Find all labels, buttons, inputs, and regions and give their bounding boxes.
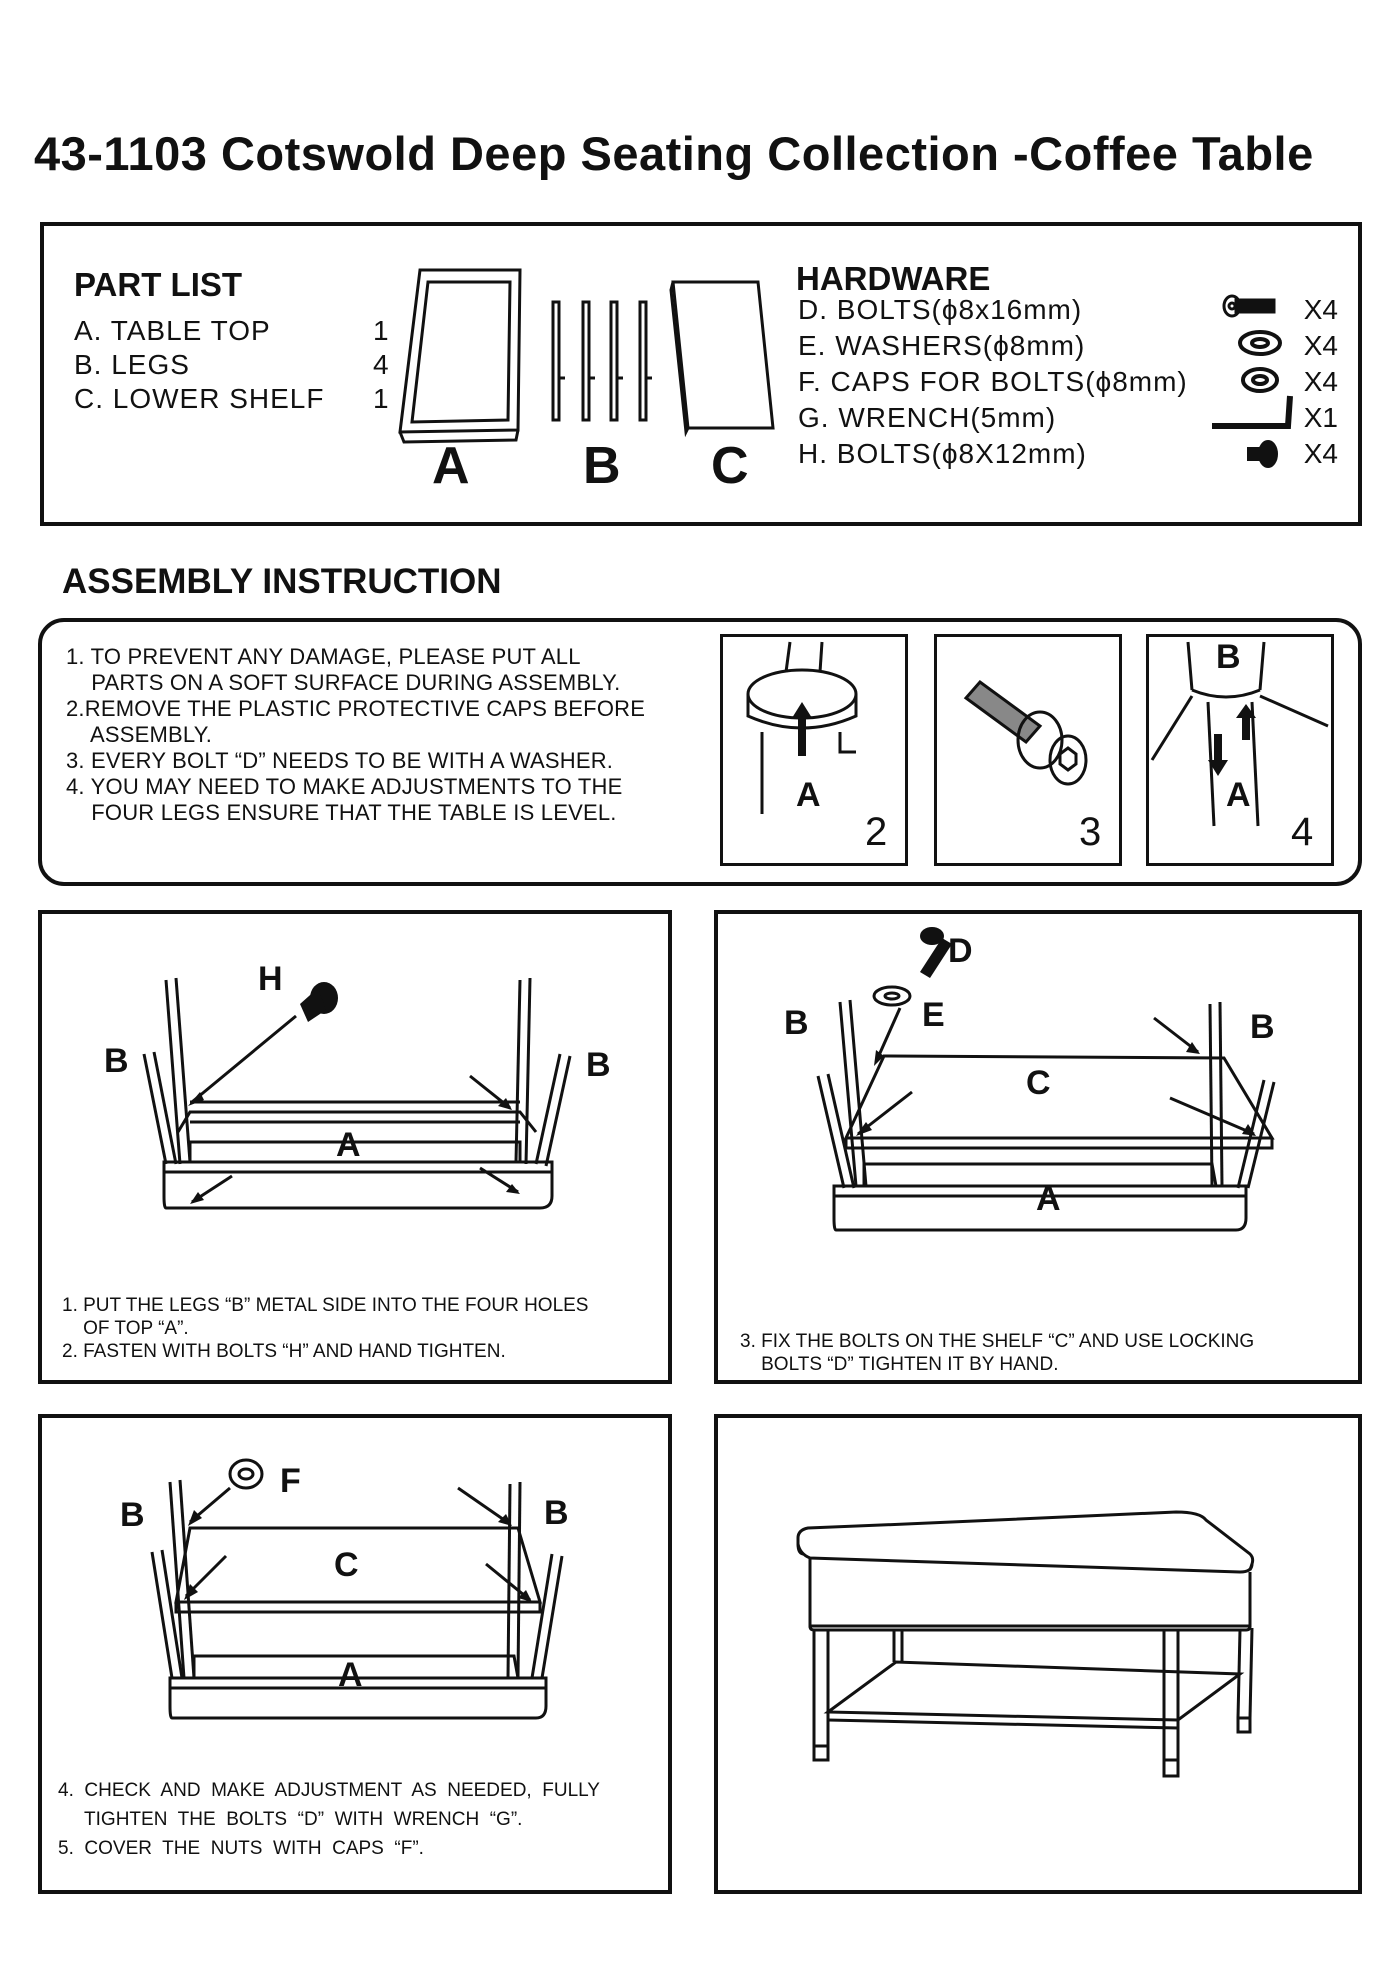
step-3-label-c: C (334, 1546, 359, 1584)
step-3-text: 4. CHECK AND MAKE ADJUSTMENT AS NEEDED, … (58, 1776, 600, 1863)
step-2-drawing (816, 927, 1276, 1232)
detail-2-number: 2 (865, 810, 888, 854)
assembled-table-panel (714, 1414, 1362, 1894)
step-2-label-e: E (922, 996, 945, 1034)
step-text-line: 1. PUT THE LEGS “B” METAL SIDE INTO THE … (62, 1295, 589, 1316)
detail-4-label-b: B (1216, 638, 1241, 676)
picture-label-b: B (583, 437, 621, 495)
leg-insert-detail (746, 641, 858, 814)
step-text-line: OF TOP “A”. (62, 1318, 189, 1339)
parts-hardware-box (40, 222, 1362, 526)
step-text-line: 3. FIX THE BOLTS ON THE SHELF “C” AND US… (740, 1331, 1255, 1352)
step-text-line: 4. CHECK AND MAKE ADJUSTMENT AS NEEDED, … (58, 1780, 600, 1801)
hardware-item-f: F. CAPS FOR BOLTS(ϕ8mm) (798, 366, 1188, 397)
step-1-label-h: H (258, 960, 283, 998)
instruction-line: ASSEMBLY. (66, 722, 213, 747)
hex-bolt-icon (1222, 294, 1276, 318)
step-text-line: 2. FASTEN WITH BOLTS “H” AND HAND TIGHTE… (62, 1341, 506, 1362)
legs-drawing (551, 300, 652, 422)
step-3-label-b-right: B (544, 1494, 569, 1532)
detail-panel-4 (1146, 634, 1334, 866)
step-3-label-a: A (338, 1656, 363, 1694)
hardware-heading: HARDWARE (796, 260, 991, 297)
step-3-label-f: F (280, 1462, 301, 1500)
bolt-washer-detail (963, 679, 1088, 786)
round-bolt-icon (1247, 440, 1278, 468)
page-title: 43-1103 Cotswold Deep Seating Collection… (34, 127, 1314, 180)
instruction-line: FOUR LEGS ENSURE THAT THE TABLE IS LEVEL… (66, 800, 617, 825)
assembly-instruction-box (38, 618, 1362, 886)
detail-3-number: 3 (1079, 810, 1102, 854)
instruction-line: PARTS ON A SOFT SURFACE DURING ASSEMBLY. (66, 670, 621, 695)
step-3-label-b-left: B (120, 1496, 145, 1534)
table-top-drawing (398, 268, 522, 444)
step-2-label-b-right: B (1250, 1008, 1275, 1046)
detail-4-number: 4 (1291, 810, 1314, 854)
step-2-label-a: A (1036, 1180, 1061, 1218)
part-qty-lower-shelf: 1 (373, 383, 389, 414)
detail-panel-3 (934, 634, 1122, 866)
step-2-label-c: C (1026, 1064, 1051, 1102)
step-2-label-b-left: B (784, 1004, 809, 1042)
step-text-line: TIGHTEN THE BOLTS “D” WITH WRENCH “G”. (58, 1809, 523, 1830)
step-panel-3 (38, 1414, 672, 1894)
hardware-qty-e: X4 (1303, 330, 1338, 361)
washer-icon (1238, 330, 1282, 356)
hardware-qty-d: X4 (1303, 294, 1338, 325)
hardware-item-e: E. WASHERS(ϕ8mm) (798, 330, 1086, 361)
step-1-text: 1. PUT THE LEGS “B” METAL SIDE INTO THE … (62, 1294, 588, 1363)
hardware-item-d: D. BOLTS(ϕ8x16mm) (798, 294, 1083, 325)
instruction-line: 3. EVERY BOLT “D” NEEDS TO BE WITH A WAS… (66, 748, 614, 773)
step-text-line: 5. COVER THE NUTS WITH CAPS “F”. (58, 1838, 424, 1859)
step-panel-2 (714, 910, 1362, 1384)
hardware-qty-g: X1 (1303, 402, 1338, 433)
hardware-qty-h: X4 (1303, 438, 1338, 469)
step-panel-1 (38, 910, 672, 1384)
step-text-line: BOLTS “D” TIGHTEN IT BY HAND. (740, 1354, 1059, 1375)
part-list-heading: PART LIST (74, 266, 243, 303)
step-2-text: 3. FIX THE BOLTS ON THE SHELF “C” AND US… (740, 1330, 1254, 1376)
part-item-lower-shelf: C. LOWER SHELF (74, 383, 325, 414)
step-1-label-a: A (336, 1126, 361, 1164)
step-1-label-b-left: B (104, 1042, 129, 1080)
parts-drawing (398, 268, 775, 444)
step-1-drawing (142, 977, 572, 1210)
picture-label-a: A (432, 437, 470, 495)
lower-shelf-drawing (669, 280, 775, 438)
assembled-table-drawing (796, 1510, 1255, 1778)
hardware-icons (1212, 294, 1293, 468)
part-item-legs: B. LEGS (74, 349, 190, 380)
step-3-drawing (150, 1458, 564, 1720)
instruction-line: 2.REMOVE THE PLASTIC PROTECTIVE CAPS BEF… (66, 696, 646, 721)
assembly-instructions-list: 1. TO PREVENT ANY DAMAGE, PLEASE PUT ALL… (66, 644, 645, 826)
hardware-item-h: H. BOLTS(ϕ8X12mm) (798, 438, 1087, 469)
hardware-item-g: G. WRENCH(5mm) (798, 402, 1057, 433)
assembly-heading: ASSEMBLY INSTRUCTION (62, 562, 502, 601)
step-1-label-b-right: B (586, 1046, 611, 1084)
detail-panel-2 (720, 634, 908, 866)
hardware-qty-f: X4 (1303, 366, 1338, 397)
instruction-line: 1. TO PREVENT ANY DAMAGE, PLEASE PUT ALL (66, 644, 581, 669)
part-qty-table-top: 1 (373, 315, 389, 346)
part-item-table-top: A. TABLE TOP (74, 315, 271, 346)
leg-level-detail (1150, 641, 1329, 827)
detail-2-label-a: A (796, 776, 821, 814)
picture-label-c: C (711, 437, 749, 495)
instruction-line: 4. YOU MAY NEED TO MAKE ADJUSTMENTS TO T… (66, 774, 623, 799)
allen-wrench-icon (1212, 395, 1293, 429)
detail-4-label-a: A (1226, 776, 1251, 814)
bolt-cap-icon (1241, 367, 1279, 393)
step-2-label-d: D (948, 932, 973, 970)
part-qty-legs: 4 (373, 349, 389, 380)
